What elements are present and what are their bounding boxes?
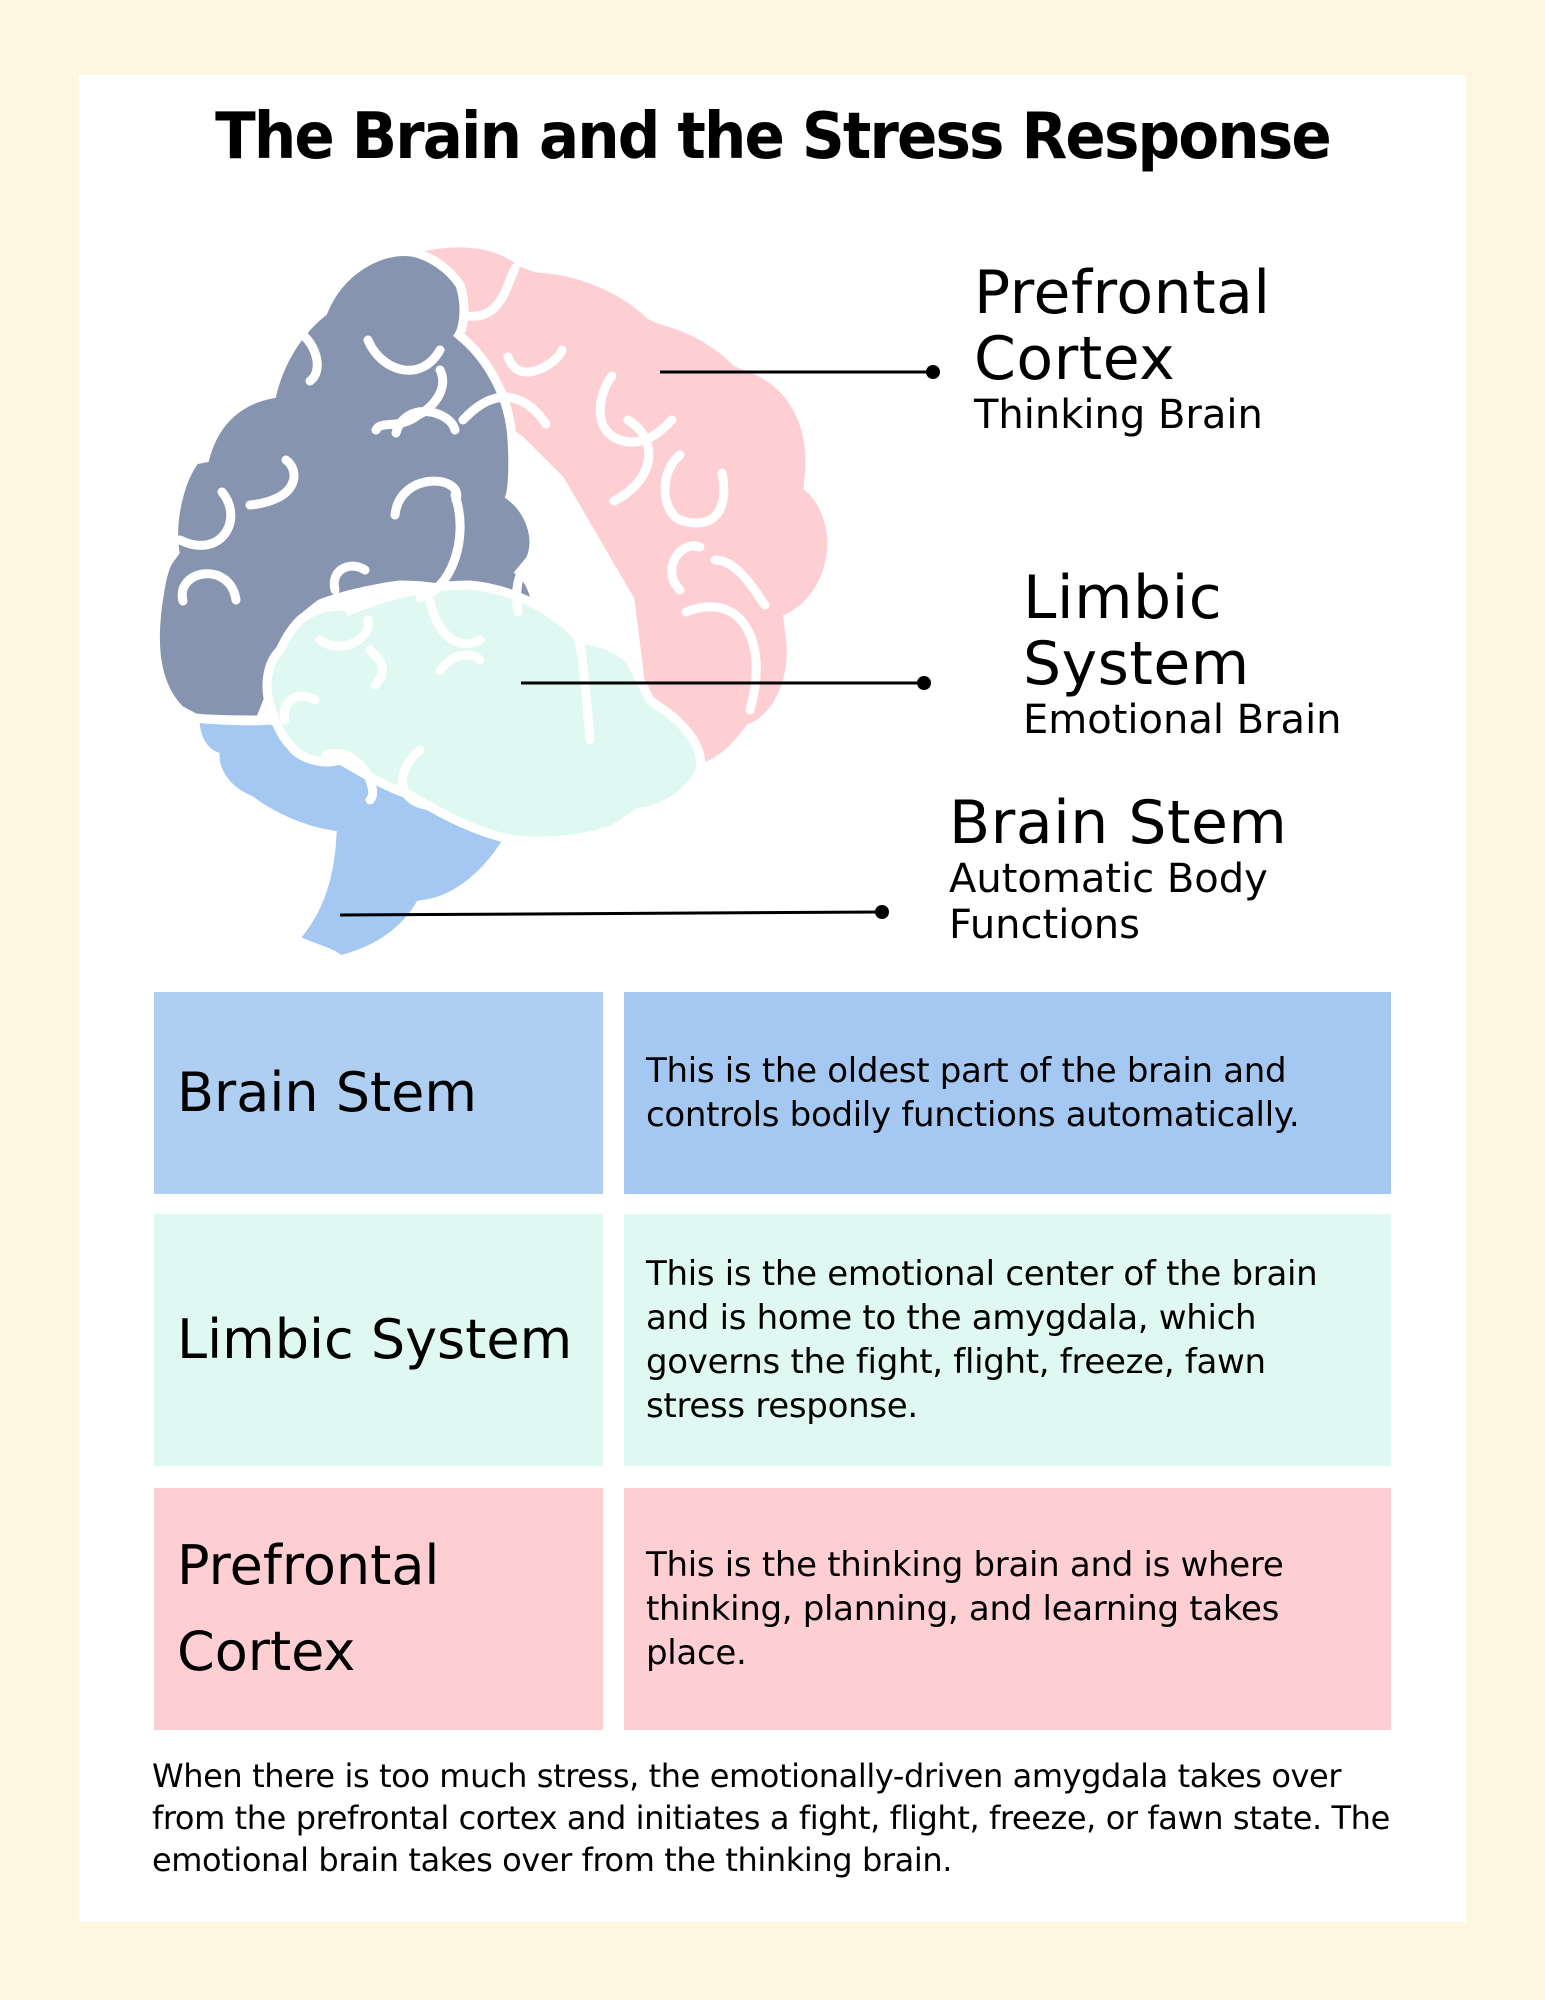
table-cell-description: This is the oldest part of the brain and… xyxy=(624,992,1391,1194)
region-description: This is the emotional center of the brai… xyxy=(646,1254,1318,1426)
region-description: This is the oldest part of the brain and… xyxy=(646,1051,1300,1135)
diagram-label-limbic: Limbic System Emotional Brain xyxy=(1023,565,1342,743)
table-cell-description: This is the thinking brain and is where … xyxy=(624,1488,1391,1730)
region-description: This is the thinking brain and is where … xyxy=(646,1545,1284,1673)
brain-diagram xyxy=(155,238,940,960)
table-row-brain-stem: Brain Stem This is the oldest part of th… xyxy=(154,992,1391,1194)
brain-limbic-lobe xyxy=(262,580,706,846)
table-cell-name: Limbic System xyxy=(154,1214,603,1466)
diagram-label-prefrontal: Prefrontal Cortex Thinking Brain xyxy=(974,260,1271,438)
table-cell-description: This is the emotional center of the brai… xyxy=(624,1214,1391,1466)
diagram-label-title: Limbic xyxy=(1023,563,1223,633)
diagram-label-title: Cortex xyxy=(974,324,1176,394)
brain-prefrontal-lobe xyxy=(389,238,837,775)
diagram-label-subtitle: Thinking Brain xyxy=(974,392,1263,438)
diagram-label-subtitle: Functions xyxy=(949,902,1140,948)
table-cell-name: Brain Stem xyxy=(154,992,603,1194)
diagram-label-subtitle: Emotional Brain xyxy=(1023,697,1342,743)
diagram-label-title: System xyxy=(1023,629,1250,699)
connector-dot-limbic xyxy=(917,676,931,690)
table-row-prefrontal: Prefrontal Cortex This is the thinking b… xyxy=(154,1488,1391,1730)
connector-dot-brain-stem xyxy=(875,905,889,919)
brain-gyri xyxy=(175,263,770,811)
diagram-label-brain-stem: Brain Stem Automatic Body Functions xyxy=(949,790,1287,948)
region-name: Prefrontal Cortex xyxy=(177,1534,440,1683)
diagram-label-title: Brain Stem xyxy=(949,788,1288,858)
table-cell-name: Prefrontal Cortex xyxy=(154,1488,603,1730)
region-name: Limbic System xyxy=(177,1308,573,1371)
connector-brain-stem xyxy=(339,910,883,917)
region-name: Brain Stem xyxy=(177,1061,478,1124)
connector-dot-prefrontal xyxy=(926,365,940,379)
page-title: The Brain and the Stress Response xyxy=(215,100,1332,174)
diagram-label-title: Prefrontal xyxy=(974,258,1271,328)
table-row-limbic: Limbic System This is the emotional cent… xyxy=(154,1214,1391,1466)
diagram-label-subtitle: Automatic Body xyxy=(949,856,1268,902)
footer-summary: When there is too much stress, the emoti… xyxy=(152,1757,1390,1879)
